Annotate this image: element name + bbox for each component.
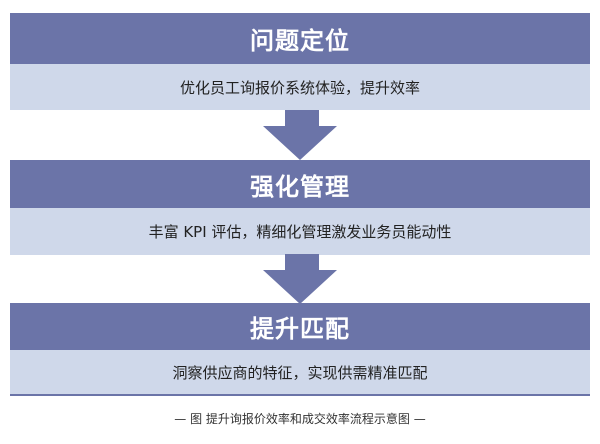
figure-caption: — 图 提升询报价效率和成交效率流程示意图 — [174,412,426,426]
step-3-desc: 洞察供应商的特征，实现供需精准匹配 [10,350,590,396]
step-2-title: 强化管理 [10,160,590,208]
step-3-title: 提升匹配 [10,303,590,350]
down-arrow-icon [263,110,337,160]
step-1-title: 问题定位 [10,13,590,64]
step-2-desc: 丰富 KPI 评估，精细化管理激发业务员能动性 [10,208,590,255]
down-arrow-icon [263,254,337,304]
step-1-desc: 优化员工询报价系统体验，提升效率 [10,64,590,110]
